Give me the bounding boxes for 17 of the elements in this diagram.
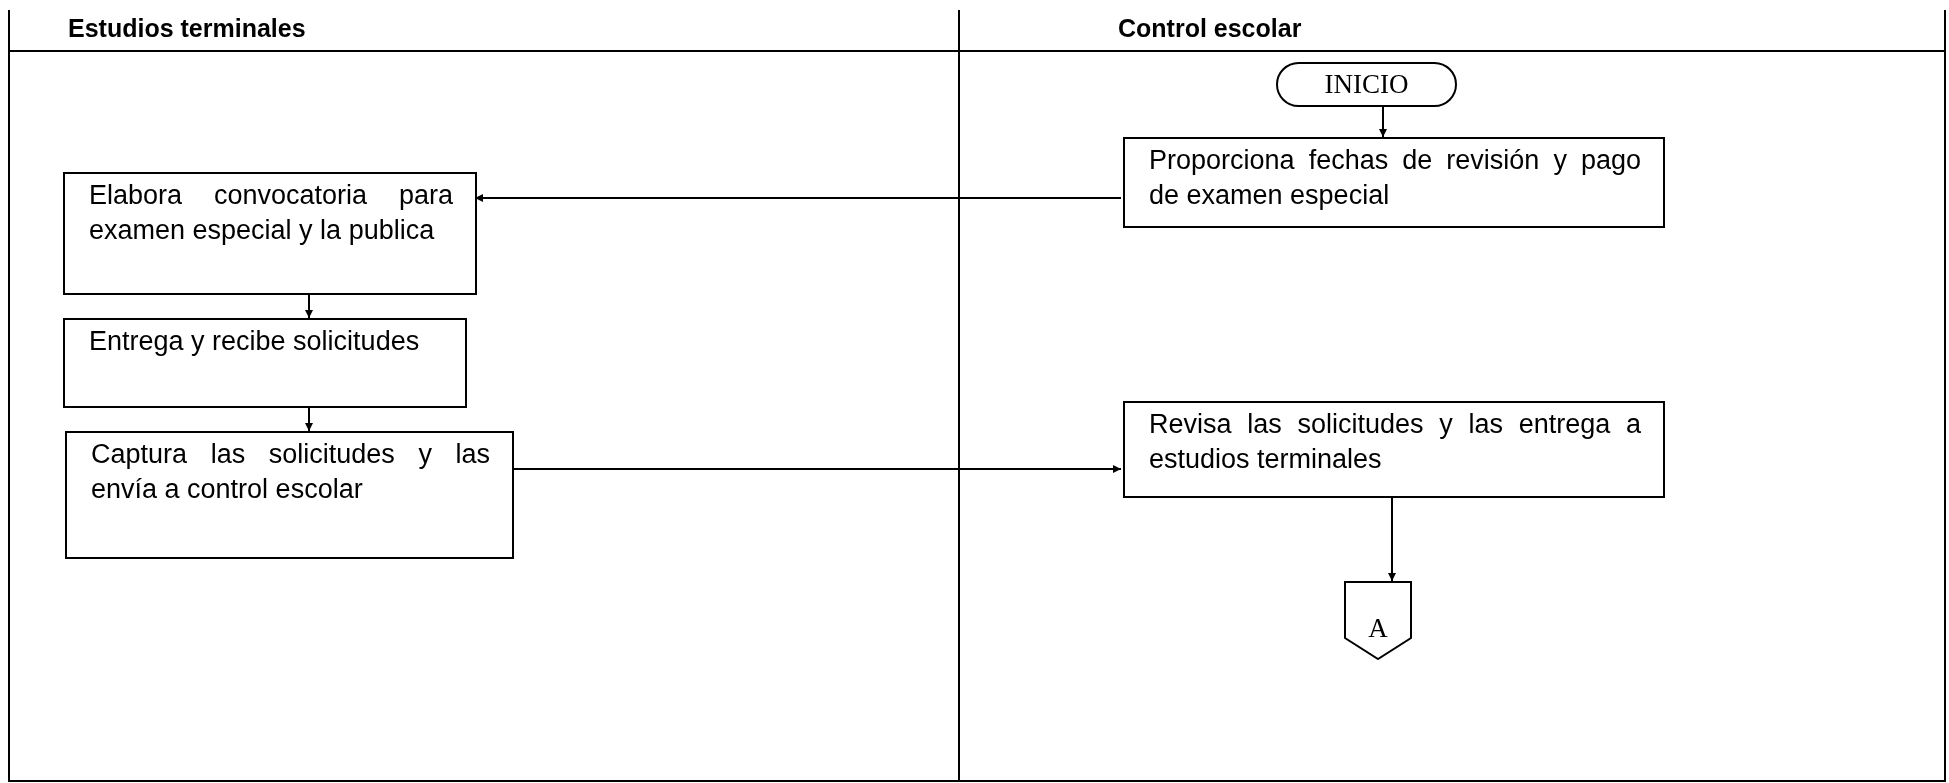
arrow — [305, 294, 313, 319]
lane-title: Control escolar — [1118, 14, 1302, 43]
arrow — [511, 465, 1122, 473]
process-box: Captura las solicitudes y las envía a control escolar — [65, 431, 514, 559]
lane-title: Estudios terminales — [68, 14, 306, 43]
swimlane — [8, 10, 958, 782]
process-box: Elabora convocatoria para examen especial y la publica — [63, 172, 477, 295]
process-box: Revisa las solicitudes y las entrega a estudios terminales — [1123, 401, 1665, 498]
start-terminal: INICIO — [1276, 62, 1457, 107]
arrow — [305, 407, 313, 432]
process-box: Entrega y recibe solicitudes — [63, 318, 467, 408]
arrow — [1388, 497, 1396, 582]
arrow — [474, 194, 1122, 202]
off-page-connector: A — [1344, 581, 1412, 660]
arrow — [1379, 106, 1387, 138]
swimlane — [958, 10, 1946, 782]
process-box: Proporciona fechas de revisión y pago de examen especial — [1123, 137, 1665, 228]
